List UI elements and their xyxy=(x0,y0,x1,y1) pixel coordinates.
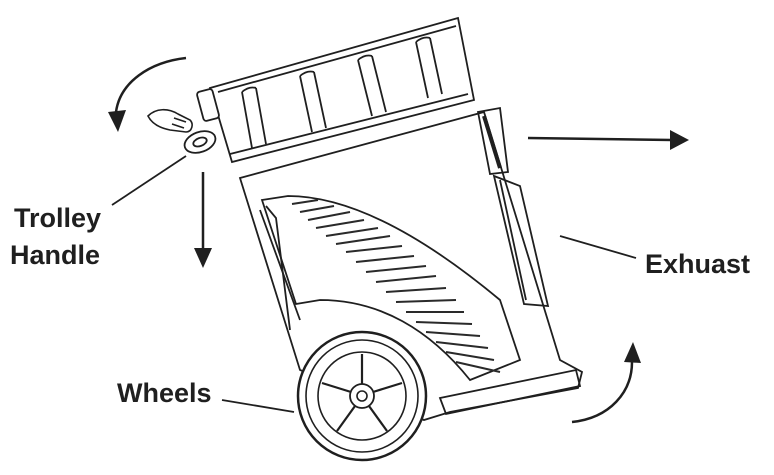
right-arrow-icon xyxy=(527,130,689,150)
exhaust-leader xyxy=(559,235,637,259)
down-arrow-icon xyxy=(194,172,212,268)
rotate-arrow-icon xyxy=(108,56,187,132)
trolley-handle-leader xyxy=(111,155,187,206)
trolley-handle-label-line2: Handle xyxy=(10,240,101,270)
rotate-arrow-icon xyxy=(571,342,641,424)
leader-lines xyxy=(111,155,637,413)
wheels-leader xyxy=(221,399,295,413)
wheel-icon xyxy=(296,330,428,462)
trolley-handle xyxy=(183,88,220,154)
trolley-handle-label-line1: Trolley xyxy=(14,203,102,233)
exhaust-grille xyxy=(291,199,501,373)
exhaust-label: Exhuast xyxy=(645,249,751,279)
hand-icon xyxy=(147,108,193,133)
wheels-label: Wheels xyxy=(117,378,212,408)
